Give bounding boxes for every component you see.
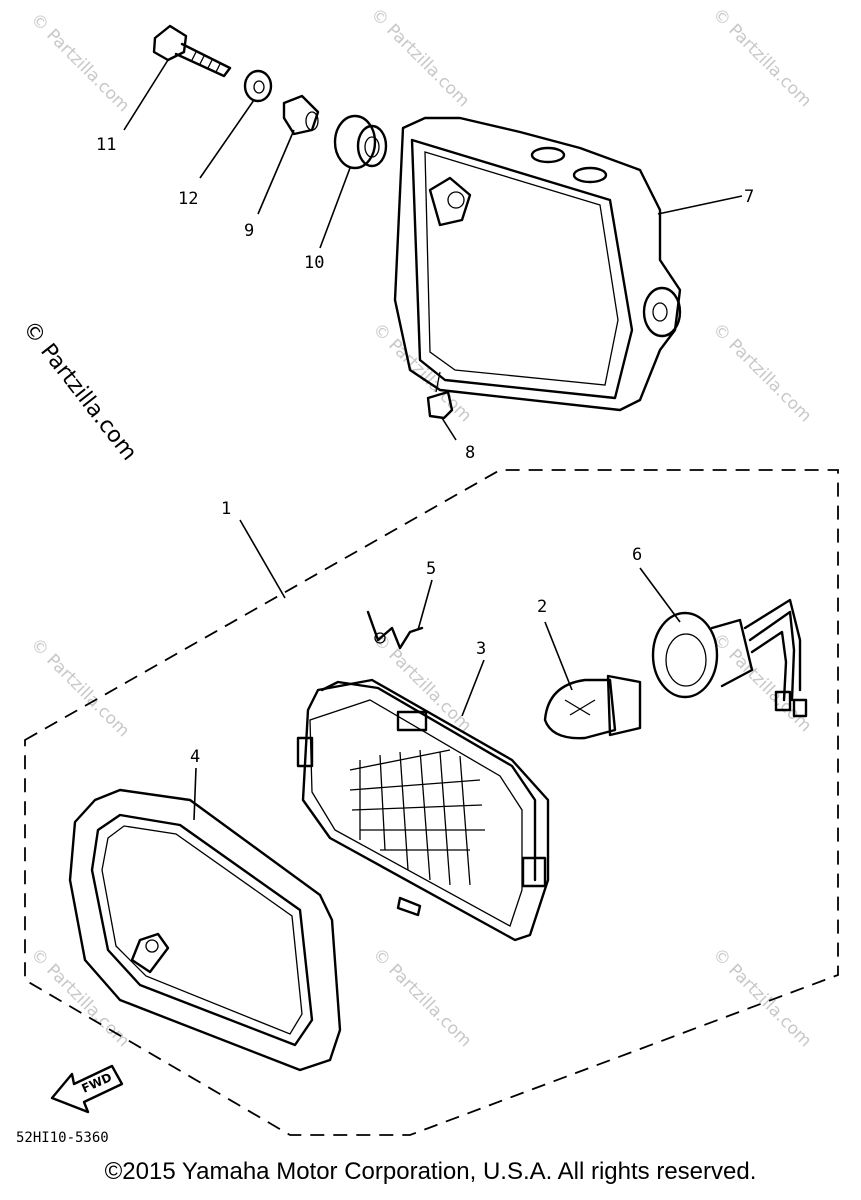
callout-6: 6 — [632, 545, 642, 565]
fwd-arrow-icon: FWD — [50, 1064, 124, 1114]
watermark-dark: © Partzilla.com — [17, 316, 141, 465]
lens-unit-3 — [296, 678, 550, 942]
callout-8: 8 — [465, 443, 475, 463]
callout-12: 12 — [178, 189, 198, 209]
collar-9 — [282, 94, 320, 136]
diagram-code: 52HI10-5360 — [16, 1130, 109, 1146]
grommet-10 — [333, 114, 388, 170]
bolt-11 — [152, 24, 232, 78]
callout-7: 7 — [744, 187, 754, 207]
callout-1: 1 — [221, 499, 231, 519]
watermark: © Partzilla.com — [368, 319, 475, 426]
assembly-outline-1 — [24, 469, 839, 1136]
headlight-rim-4 — [68, 788, 342, 1072]
leader-lines — [123, 59, 743, 821]
watermark: © Partzilla.com — [708, 319, 815, 426]
watermark: © Partzilla.com — [366, 4, 473, 111]
watermark: © Partzilla.com — [368, 629, 475, 736]
copyright-notice: ©2015 Yamaha Motor Corporation, U.S.A. A… — [104, 1158, 757, 1185]
bulb-2 — [543, 674, 642, 740]
spring-clip-5 — [366, 610, 424, 650]
watermarks: © Partzilla.com © Partzilla.com © Partzi… — [26, 4, 815, 1051]
screw-8 — [426, 371, 454, 420]
callouts: 11 12 9 10 7 8 1 5 2 6 3 4 — [96, 135, 754, 767]
washer-12 — [243, 69, 273, 103]
callout-3: 3 — [476, 639, 486, 659]
watermark: © Partzilla.com — [26, 9, 133, 116]
watermark: © Partzilla.com — [708, 944, 815, 1051]
socket-6 — [651, 598, 808, 718]
callout-9: 9 — [244, 221, 254, 241]
callout-11: 11 — [96, 135, 116, 155]
callout-5: 5 — [426, 559, 436, 579]
watermark: © Partzilla.com — [708, 4, 815, 111]
callout-2: 2 — [537, 597, 547, 617]
headlight-housing-7 — [393, 116, 682, 412]
callout-10: 10 — [304, 253, 324, 273]
watermark: © Partzilla.com — [368, 944, 475, 1051]
watermark: © Partzilla.com — [26, 634, 133, 741]
callout-4: 4 — [190, 747, 200, 767]
